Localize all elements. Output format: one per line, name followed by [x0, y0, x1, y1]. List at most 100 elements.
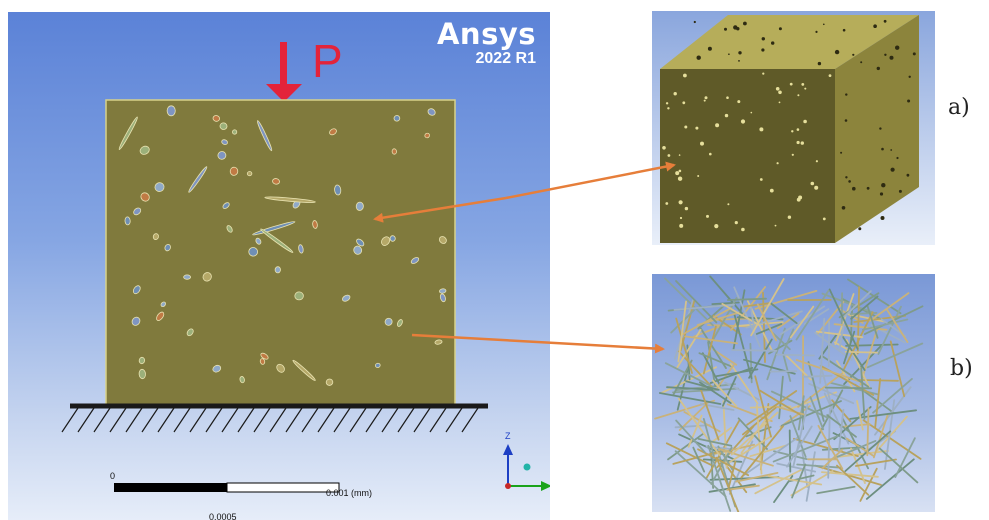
axis-triad: [503, 444, 550, 491]
cube-fiber-dot: [881, 147, 884, 151]
fiber-section: [226, 225, 233, 233]
cube-fiber-dot: [682, 101, 686, 105]
cube-fiber-dot: [791, 153, 794, 156]
cube-fiber-dot: [895, 45, 900, 50]
cube-fiber-dot: [677, 176, 683, 181]
cube-fiber-dot: [879, 127, 882, 130]
fiber-strand: [746, 390, 798, 426]
panel-label-a: a): [948, 95, 970, 120]
fiber-strand: [698, 352, 733, 368]
fiber-section: [239, 376, 245, 384]
panel-label-b: b): [950, 356, 973, 381]
fiber-section: [260, 352, 269, 360]
fiber-strand: [726, 484, 760, 491]
cube-fiber-dot: [908, 75, 911, 79]
fiber-strand: [654, 399, 715, 420]
cube-fiber-dot: [678, 154, 681, 156]
fiber-strand: [677, 397, 721, 456]
fiber-strand: [726, 297, 767, 301]
hatch-line: [365, 407, 383, 433]
cube-front-face: [660, 69, 835, 243]
cube-fiber-dot: [706, 214, 709, 218]
fiber-section: [183, 274, 192, 280]
fiber-strand: [844, 351, 879, 354]
fiber-strand: [778, 375, 784, 420]
scale-end-label: 0.001 (mm): [326, 488, 373, 498]
cube-fiber-dot: [684, 206, 689, 211]
cube-fiber-dot: [803, 119, 807, 124]
hatch-line: [429, 407, 447, 433]
fiber-section: [264, 196, 316, 203]
fiber-strand: [842, 290, 872, 319]
fiber-strand: [859, 467, 878, 502]
fiber-strand: [878, 447, 919, 484]
hatch-line: [125, 407, 143, 433]
cube-fiber-dot: [797, 94, 800, 97]
cube-fiber-dot: [709, 152, 712, 156]
fiber-strand: [709, 367, 754, 384]
cube-fiber-dot: [876, 66, 880, 71]
cube-fiber-dot: [759, 178, 763, 181]
fiber-strand: [672, 387, 740, 394]
ansys-logo: Ansys 2022 R1: [437, 18, 536, 68]
fiber-strand: [759, 389, 801, 416]
fiber-strand: [675, 317, 693, 374]
fiber-section: [164, 243, 171, 252]
fiber-strand: [665, 442, 712, 466]
cube-fiber-dot: [912, 52, 916, 56]
cube-fiber-dot: [842, 28, 846, 32]
fiber-strand: [692, 446, 706, 473]
fiber-strand: [773, 475, 794, 504]
cube-fiber-dot: [738, 60, 740, 62]
cube-fiber-dot: [884, 53, 887, 56]
cube-fiber-dot: [845, 93, 848, 96]
fiber-strand: [660, 366, 717, 394]
fiber-strand: [815, 330, 864, 339]
fiber-strand: [816, 301, 845, 335]
cube-fiber-dot: [759, 127, 764, 132]
fiber-section: [248, 247, 258, 257]
fiber-section: [391, 148, 397, 155]
load-arrow: [266, 42, 302, 102]
fiber-section: [138, 356, 146, 365]
cube-fiber-dot: [890, 167, 895, 172]
load-label: P: [312, 35, 343, 87]
ansys-viewport: Ansys 2022 R1 P 0 0.001 (mm) 0.0005 Z Y: [8, 12, 550, 520]
fiber-section: [294, 291, 304, 301]
cube-fiber-dot: [778, 27, 782, 31]
fiber-section: [166, 105, 176, 117]
cube-fiber-dot: [815, 30, 818, 33]
cube-drawing: [652, 11, 935, 245]
cube-fiber-dot: [774, 224, 777, 227]
fiber-strand: [886, 308, 909, 343]
fiber-strand: [839, 423, 871, 428]
scale-mid-label: 0.0005: [209, 512, 237, 520]
hatch-line: [93, 407, 111, 433]
cube-fiber-dot: [776, 162, 779, 165]
fiber-section: [222, 202, 230, 209]
cube-fiber-dot: [834, 49, 840, 55]
fiber-section: [154, 182, 165, 192]
fiber-strand: [741, 302, 771, 308]
fiber-strand: [678, 402, 708, 431]
fiber-strand: [702, 417, 715, 458]
fiber-strand: [728, 460, 737, 487]
fiber-strand: [820, 471, 879, 478]
ground-support: [61, 403, 488, 433]
cube-fiber-dot: [697, 175, 700, 177]
cube-fiber-dot: [907, 99, 911, 103]
cube-fiber-dot: [852, 186, 856, 191]
fiber-strand: [894, 437, 916, 479]
cube-fiber-dot: [858, 227, 862, 231]
cube-fiber-dot: [889, 55, 894, 60]
fiber-strand: [754, 375, 772, 438]
cube-fiber-dot: [678, 200, 683, 205]
hatch-line: [109, 407, 127, 433]
cube-fiber-dot: [801, 83, 805, 86]
cube-fiber-dot: [724, 27, 727, 31]
fiber-section: [212, 364, 222, 373]
cube-fiber-dot: [873, 24, 877, 28]
cube-fiber-dot: [778, 101, 781, 104]
fiber-strand: [737, 417, 768, 450]
cube-fiber-dot: [896, 156, 899, 160]
